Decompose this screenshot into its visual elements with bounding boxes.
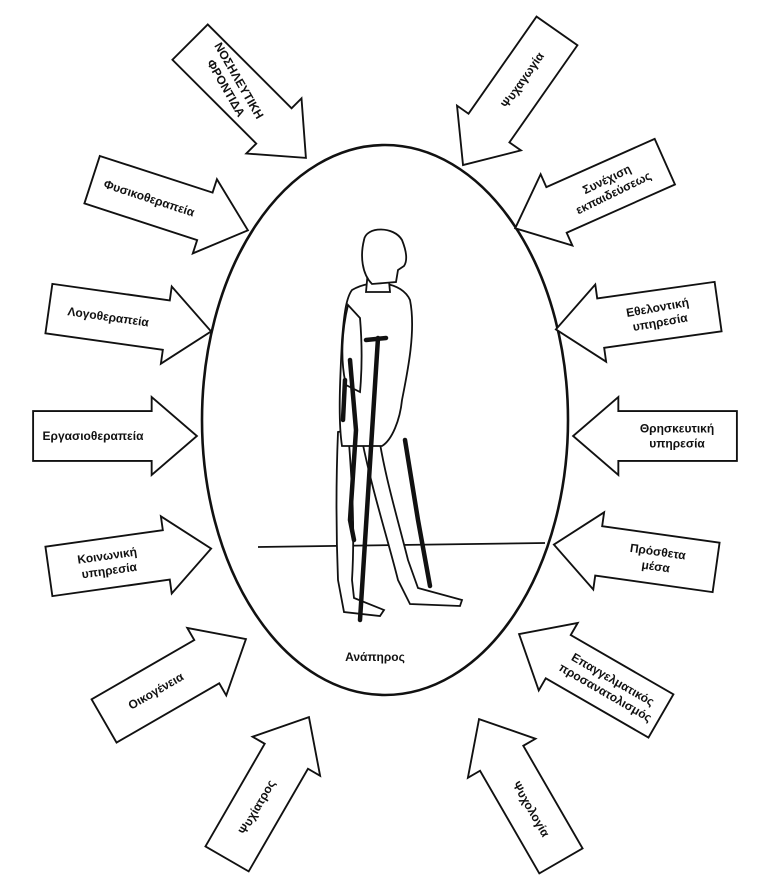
arrow-family: Οικογένεια — [85, 605, 266, 754]
center-label: Ανάπηρος — [345, 650, 405, 664]
arrow-occupational: Εργασιοθεραπεία — [33, 397, 197, 475]
arrow-nursing: ΝΟΣΗΛΕΥΤΙΚΗΦΡΟΝΤΙΔΑ — [163, 15, 334, 186]
arrow-psychiatrist: Ψυχίατρος — [193, 698, 342, 879]
arrow-volunteer: Εθελοντικήυπηρεσία — [550, 268, 723, 368]
arrow-physio: Φυσικοθεραπεία — [80, 143, 260, 268]
arrow-psychology: Ψυχολογία — [445, 700, 594, 881]
arrow-label: Εργασιοθεραπεία — [43, 429, 145, 443]
person-with-crutches-figure — [337, 230, 463, 621]
arrow-shape — [548, 506, 721, 606]
arrow-speech: Λογοθεραπεία — [43, 270, 216, 370]
arrow-vocational: Επαγγελματικόςπροσανατολισμός — [500, 600, 681, 749]
arrow-aids: Πρόσθεταμέσα — [548, 506, 721, 606]
arrow-psychagogy: Ψυχαγωγία — [431, 9, 589, 188]
arrow-social: Κοινωνικήυπηρεσία — [43, 510, 216, 610]
